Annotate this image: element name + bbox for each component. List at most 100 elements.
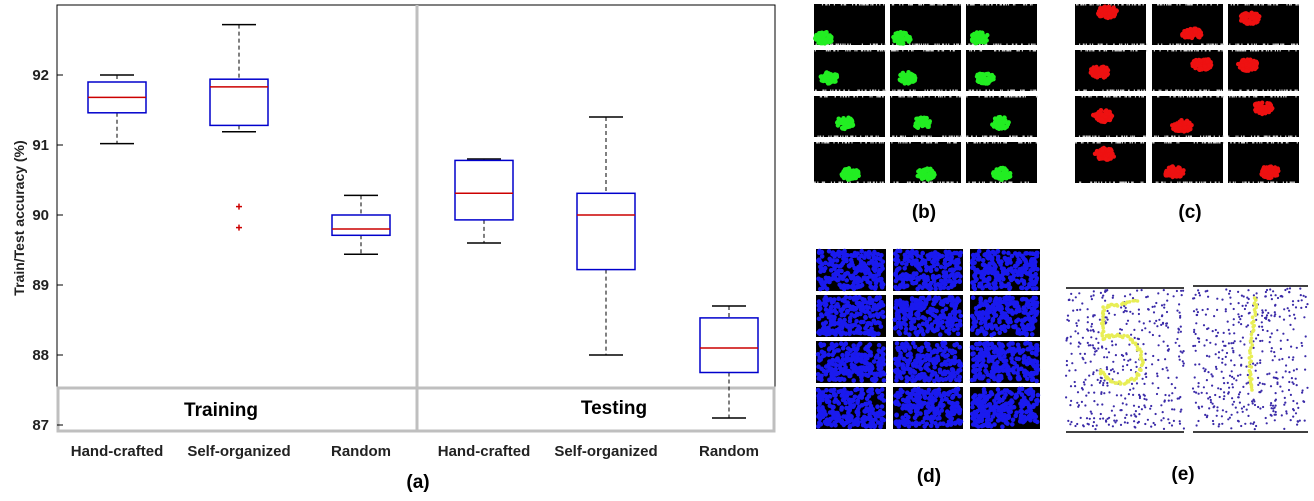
edge-speck xyxy=(950,96,952,98)
edge-speck xyxy=(987,4,989,6)
event-dot xyxy=(899,261,905,266)
edge-speck xyxy=(835,135,837,137)
edge-speck xyxy=(826,4,828,6)
edge-speck xyxy=(1246,4,1248,6)
edge-speck xyxy=(870,4,872,6)
event-dot xyxy=(904,344,910,349)
edge-speck xyxy=(1132,181,1134,183)
edge-speck xyxy=(1119,142,1122,144)
edge-speck xyxy=(847,181,849,183)
edge-speck xyxy=(1116,142,1119,144)
edge-speck xyxy=(959,135,961,137)
event-dot xyxy=(822,38,827,44)
event-dot xyxy=(856,264,861,270)
edge-speck xyxy=(1010,50,1012,52)
edge-speck xyxy=(849,50,851,52)
edge-speck xyxy=(825,4,827,6)
edge-speck xyxy=(1203,135,1205,137)
event-dot xyxy=(996,170,1001,176)
event-dot xyxy=(975,346,980,352)
edge-speck xyxy=(1290,89,1292,91)
edge-speck xyxy=(1125,96,1127,98)
edge-speck xyxy=(848,89,850,91)
event-dot xyxy=(945,262,950,268)
event-dot xyxy=(1005,122,1011,127)
edge-speck xyxy=(986,43,988,45)
event-dot xyxy=(847,169,853,174)
edge-speck xyxy=(1189,4,1191,6)
event-dot xyxy=(863,346,868,352)
edge-speck xyxy=(1238,43,1240,45)
image-thumbnail xyxy=(814,50,885,91)
edge-speck xyxy=(866,50,868,52)
edge-speck xyxy=(1246,89,1248,91)
edge-speck xyxy=(957,43,959,45)
edge-speck xyxy=(892,89,894,91)
event-dot xyxy=(1007,316,1013,322)
event-dot xyxy=(929,372,935,378)
event-dot xyxy=(979,316,984,322)
edge-speck xyxy=(939,89,941,91)
category-label: Random xyxy=(699,443,759,460)
edge-speck xyxy=(983,135,985,137)
edge-speck xyxy=(862,96,864,98)
edge-speck xyxy=(1121,181,1123,183)
edge-speck xyxy=(1191,181,1193,183)
edge-speck xyxy=(1212,43,1214,45)
edge-speck xyxy=(988,89,991,91)
event-dot xyxy=(1197,30,1202,36)
edge-speck xyxy=(1033,50,1036,52)
event-dot xyxy=(949,323,954,329)
event-dot xyxy=(862,352,868,358)
edge-speck xyxy=(1155,135,1157,137)
event-dot xyxy=(820,321,826,327)
event-dot xyxy=(907,36,913,42)
image-thumbnail xyxy=(1228,50,1299,91)
event-dot xyxy=(900,341,905,347)
event-dot xyxy=(1247,63,1252,68)
edge-speck xyxy=(974,142,976,144)
edge-speck xyxy=(1280,142,1282,144)
event-dot xyxy=(1240,14,1245,20)
edge-speck xyxy=(884,43,886,45)
event-dot xyxy=(911,340,916,346)
edge-speck xyxy=(989,181,991,183)
event-dot xyxy=(904,375,910,380)
box-iqr xyxy=(209,78,269,127)
event-dot xyxy=(880,351,885,356)
event-dot xyxy=(1007,286,1012,292)
event-dot xyxy=(929,168,934,174)
edge-speck xyxy=(1210,4,1212,6)
edge-speck xyxy=(1130,135,1132,137)
edge-speck xyxy=(916,135,918,137)
event-dot xyxy=(930,273,936,279)
edge-speck xyxy=(1140,181,1142,183)
edge-speck xyxy=(952,50,954,52)
edge-speck xyxy=(1078,89,1080,91)
edge-speck xyxy=(1101,43,1103,45)
event-dot xyxy=(870,332,875,338)
edge-speck xyxy=(1016,96,1018,98)
edge-speck xyxy=(1098,135,1100,137)
edge-speck xyxy=(1095,135,1097,137)
edge-speck xyxy=(1018,142,1020,144)
event-dot xyxy=(877,269,883,274)
edge-speck xyxy=(972,43,974,45)
event-dot xyxy=(997,330,1002,336)
event-dot xyxy=(945,299,950,305)
event-dot xyxy=(912,370,918,375)
edge-speck xyxy=(969,43,971,45)
image-thumbnail xyxy=(1152,142,1223,183)
edge-speck xyxy=(1255,50,1257,52)
edge-speck xyxy=(1005,142,1007,144)
edge-speck xyxy=(1193,96,1195,98)
edge-speck xyxy=(882,89,884,91)
edge-speck xyxy=(1086,135,1088,137)
edge-speck xyxy=(969,89,971,91)
edge-speck xyxy=(1193,89,1195,91)
edge-speck xyxy=(1173,96,1175,98)
event-dot xyxy=(980,258,986,263)
edge-speck xyxy=(998,96,1000,98)
edge-speck xyxy=(1254,135,1256,137)
edge-speck xyxy=(1005,4,1008,6)
